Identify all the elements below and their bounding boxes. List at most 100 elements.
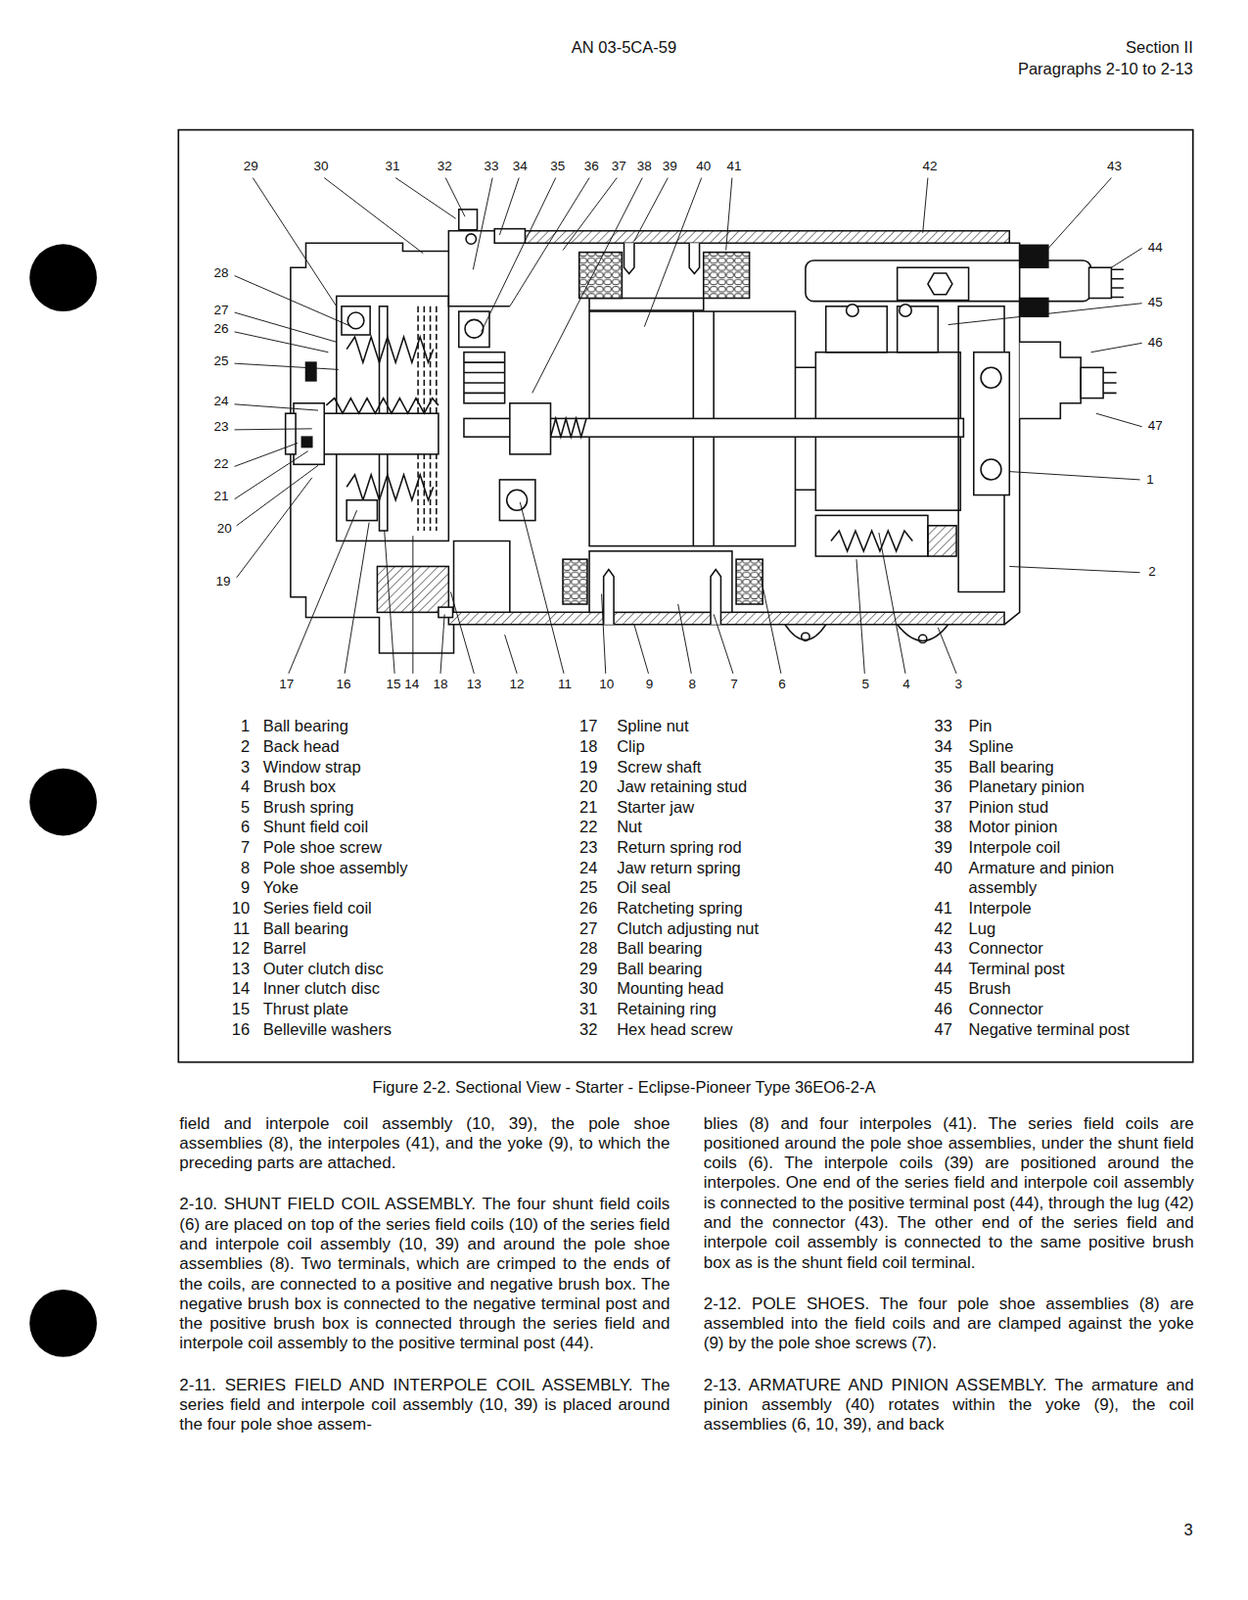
part-name: Nut: [616, 816, 643, 837]
negative-terminal-post: [1080, 367, 1104, 398]
part-name: Shunt field coil: [263, 816, 369, 837]
callout-number: 12: [508, 676, 526, 693]
callout-number: 45: [1147, 294, 1164, 311]
lug: [897, 267, 970, 300]
part-name: Belleville washers: [263, 1018, 392, 1040]
part-number: 20: [579, 776, 598, 797]
nut: [301, 436, 312, 447]
document-number: AN 03-5CA-59: [571, 38, 677, 58]
part-number: 32: [579, 1018, 598, 1040]
part-name: Ball bearing: [263, 918, 349, 939]
part-name: Inner clutch disc: [263, 977, 380, 999]
strap-hole: [919, 634, 927, 643]
part-name: Back head: [263, 736, 340, 757]
ball-bearing: [341, 306, 370, 335]
callout-number: 30: [313, 158, 330, 175]
callout-number: 26: [213, 321, 231, 337]
callout-number: 34: [511, 158, 529, 175]
part-number: 11: [232, 918, 250, 939]
part-number: 40: [934, 857, 953, 879]
punch-hole: [29, 1289, 97, 1357]
part-number: 2: [240, 736, 250, 757]
planetary-pinion: [463, 352, 506, 404]
part-name: Brush box: [263, 776, 336, 797]
part-number: 46: [934, 998, 953, 1019]
part-number: 26: [579, 897, 598, 919]
part-name: Jaw retaining stud: [616, 776, 747, 797]
part-number: 28: [579, 937, 598, 959]
callout-number: 2: [1147, 563, 1157, 580]
mounting-head-wall: [448, 251, 509, 613]
callout-number: 3: [953, 676, 964, 693]
callout-number: 29: [242, 158, 260, 175]
part-number: 33: [934, 715, 953, 737]
pin: [465, 233, 476, 244]
part-number: 4: [240, 776, 250, 797]
part-number: 17: [579, 715, 598, 737]
window-strap: [785, 624, 949, 642]
part-name: Connector: [969, 937, 1170, 959]
part-number: 6: [240, 816, 250, 837]
part-number: 25: [579, 877, 598, 898]
callout-number: 13: [465, 676, 483, 693]
callout-number: 19: [215, 573, 232, 590]
callout-number: 27: [213, 302, 231, 319]
callout-number: 4: [901, 676, 912, 693]
figure-frame: [178, 130, 1193, 1063]
shaft-thread: [545, 417, 587, 437]
part-name: Negative terminal post: [969, 1018, 1170, 1040]
spline-nut: [346, 500, 377, 521]
part-number: 15: [231, 998, 250, 1019]
part-number: 30: [579, 977, 598, 999]
callout-number: 40: [694, 158, 712, 175]
part-number: 9: [240, 877, 250, 898]
shunt-field-coil: [736, 558, 763, 604]
part-name: Oil seal: [616, 877, 671, 898]
part-number: 8: [240, 857, 250, 879]
part-number: 18: [579, 736, 598, 757]
part-number: 35: [934, 756, 953, 778]
part-name: Jaw return spring: [616, 857, 741, 879]
part-name: Return spring rod: [616, 836, 741, 858]
callout-number: 42: [921, 158, 938, 175]
jaw-return-spring: [325, 398, 439, 415]
ball-bearing: [499, 479, 535, 521]
brush-terminal: [927, 525, 957, 556]
body-paragraph: 2-13. ARMATURE AND PINION ASSEMBLY. The …: [703, 1375, 1195, 1435]
gear-teeth: [463, 362, 506, 393]
pole-shoe: [589, 298, 704, 312]
part-name: Series field coil: [263, 897, 372, 919]
hex-head-screw: [459, 209, 478, 231]
part-name: Ball bearing: [616, 937, 702, 959]
part-name: Yoke: [263, 877, 299, 898]
part-name: Ball bearing: [969, 756, 1170, 778]
ball-bearing: [973, 352, 1010, 496]
bearing-ball: [980, 459, 1002, 480]
part-name: Clip: [616, 736, 645, 757]
part-number: 16: [231, 1018, 250, 1040]
part-name: Hex head screw: [616, 1018, 733, 1040]
text-column: blies (8) and four interpoles (41). The …: [703, 1113, 1195, 1457]
part-number: 38: [934, 816, 953, 837]
part-name: Screw shaft: [616, 756, 701, 778]
callout-number: 35: [549, 158, 566, 175]
callout-number: 11: [556, 676, 573, 693]
part-name: Window strap: [263, 756, 362, 778]
callout-number: 47: [1147, 417, 1164, 434]
part-number: 7: [240, 836, 250, 858]
part-name: Ratcheting spring: [616, 897, 742, 919]
part-name: Pole shoe assembly: [263, 857, 409, 879]
part-number: 34: [934, 736, 953, 757]
part-name: Retaining ring: [616, 998, 717, 1019]
ratcheting-spring: [346, 336, 434, 363]
motor-pinion: [509, 403, 552, 455]
part-number: 29: [579, 958, 598, 979]
part-number: 27: [579, 918, 598, 939]
starter-jaw: [293, 403, 324, 465]
part-number: 44: [934, 958, 953, 979]
callout-number: 38: [636, 158, 653, 175]
part-name: Pin: [969, 715, 1170, 737]
callout-number: 20: [216, 519, 233, 536]
callout-number: 44: [1147, 239, 1164, 256]
